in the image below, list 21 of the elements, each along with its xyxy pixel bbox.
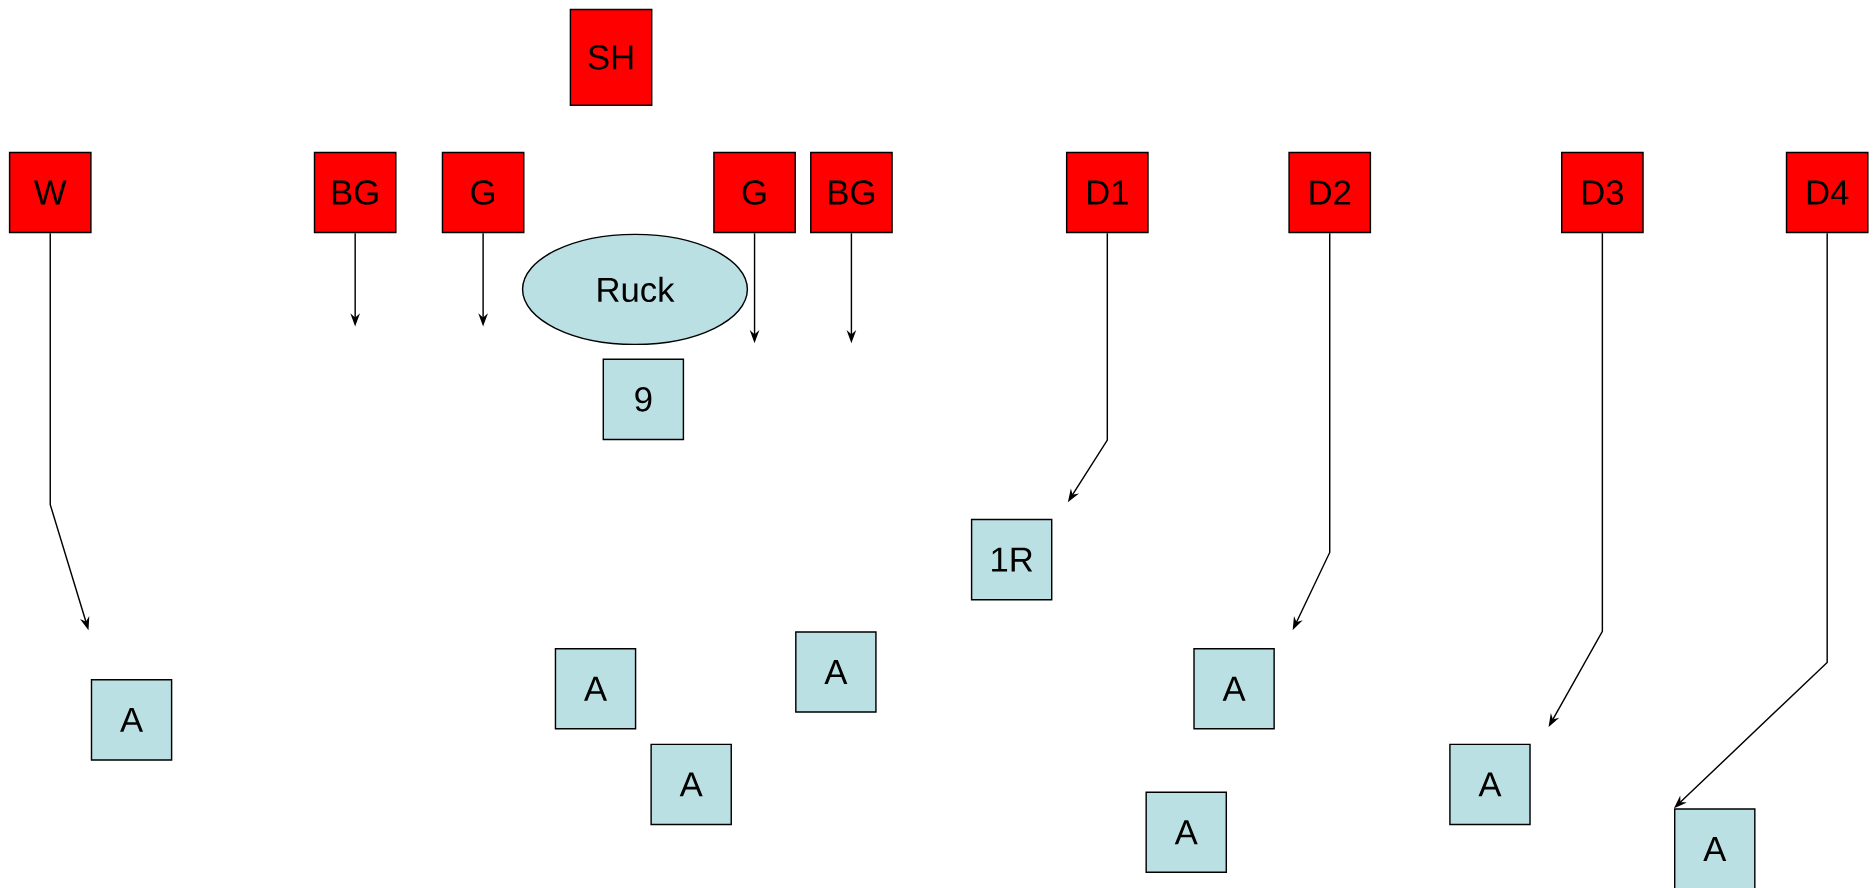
player-box: A <box>554 647 637 730</box>
player-box: BG <box>810 151 893 234</box>
player-box: G <box>441 151 525 234</box>
player-box: A <box>650 743 732 825</box>
player-box: D2 <box>1288 151 1372 234</box>
player-box: G <box>713 151 796 234</box>
player-box: 9 <box>602 358 685 440</box>
player-box: SH <box>569 8 653 106</box>
player-box: A <box>1145 791 1227 873</box>
player-box: W <box>8 151 92 234</box>
player-box: D4 <box>1785 151 1869 234</box>
player-box: A <box>90 678 173 761</box>
arrow <box>1674 232 1828 808</box>
player-box: A <box>1193 647 1275 730</box>
player-box: A <box>795 631 877 713</box>
player-box: A <box>1674 808 1756 888</box>
player-box: D3 <box>1561 151 1644 234</box>
player-box: BG <box>313 151 397 234</box>
player-box: A <box>1449 743 1531 825</box>
player-box: 1R <box>970 518 1053 601</box>
player-box: D1 <box>1065 151 1149 234</box>
